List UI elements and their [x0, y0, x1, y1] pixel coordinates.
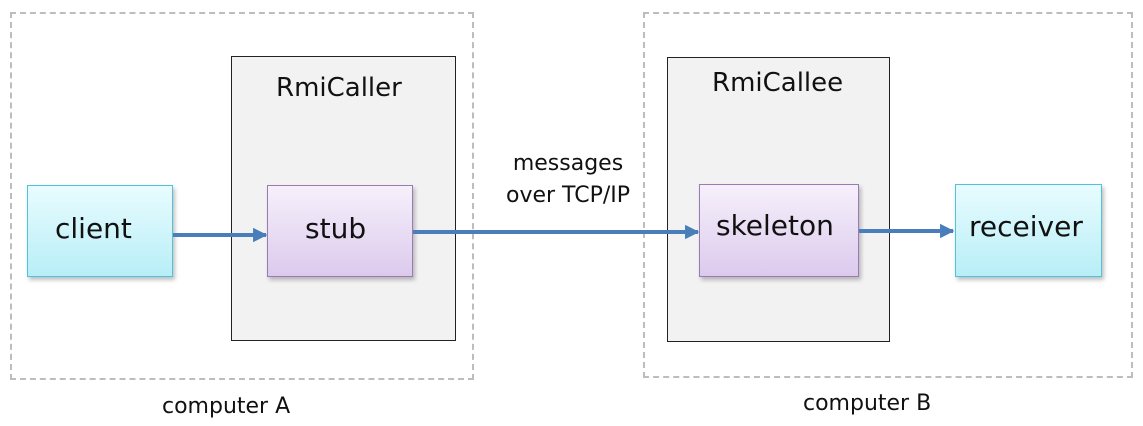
rmicallee-title: RmiCallee: [712, 68, 844, 98]
computer-b-frame: [643, 12, 1133, 378]
receiver-label: receiver: [969, 210, 1083, 243]
skeleton-label: skeleton: [716, 209, 834, 242]
skeleton-box: [699, 184, 859, 277]
receiver-box: [955, 184, 1102, 277]
client-box: [27, 185, 173, 277]
message-label-line2: over TCP/IP: [506, 183, 630, 208]
stub-label: stub: [305, 212, 367, 245]
computer-a-label: computer A: [162, 394, 291, 419]
message-label-line1: messages: [512, 151, 624, 176]
computer-b-label: computer B: [803, 391, 932, 416]
client-label: client: [55, 212, 132, 245]
stub-box: [267, 185, 413, 277]
computer-a-frame: [10, 12, 474, 380]
message-label: messages over TCP/IP: [478, 148, 658, 212]
rmicaller-title: RmiCaller: [276, 73, 402, 103]
